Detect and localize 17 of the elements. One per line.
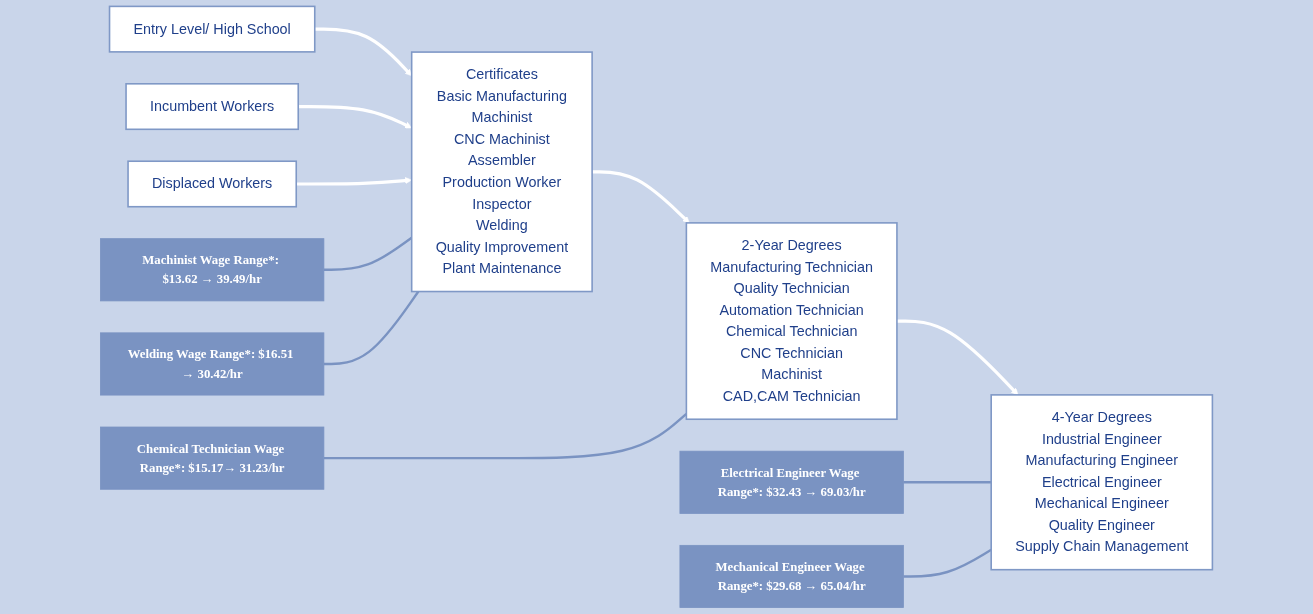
node-box: Entry Level/ High School bbox=[108, 5, 316, 53]
node-box: 4-Year Degrees Industrial Engineer Manufacturing Engineer Electrical Engineer Mechanical Engineer Quality Engineer Supply Chain Management bbox=[990, 394, 1214, 571]
node-box: Electrical Engineer Wage Range*: $32.43 → 69.03/hr bbox=[679, 450, 904, 514]
node-box: Certificates Basic Manufacturing Machinist CNC Machinist Assembler Production Worker Inspector Welding Quality Improvement Plant Maintenance bbox=[410, 51, 593, 293]
connector bbox=[324, 412, 688, 460]
connector bbox=[903, 548, 992, 578]
connector bbox=[903, 481, 992, 484]
node-box: Incumbent Workers bbox=[125, 83, 300, 131]
node-box: Machinist Wage Range*: $13.62 → 39.49/hr bbox=[100, 238, 325, 302]
arrow bbox=[592, 170, 690, 224]
connector bbox=[324, 290, 420, 366]
node-box: Chemical Technician Wage Range*: $15.17→ 31.23/hr bbox=[100, 426, 325, 490]
node-box: Mechanical Engineer Wage Range*: $29.68 → 65.04/hr bbox=[679, 544, 904, 608]
node-box: 2-Year Degrees Manufacturing Technician Quality Technician Automation Technician Chemical Technician CNC Technician Machinist CAD,CAM Technician bbox=[685, 222, 898, 421]
node-box: Displaced Workers bbox=[127, 160, 298, 208]
arrow bbox=[897, 319, 1019, 396]
node-box: Welding Wage Range*: $16.51 → 30.42/hr bbox=[100, 332, 325, 396]
